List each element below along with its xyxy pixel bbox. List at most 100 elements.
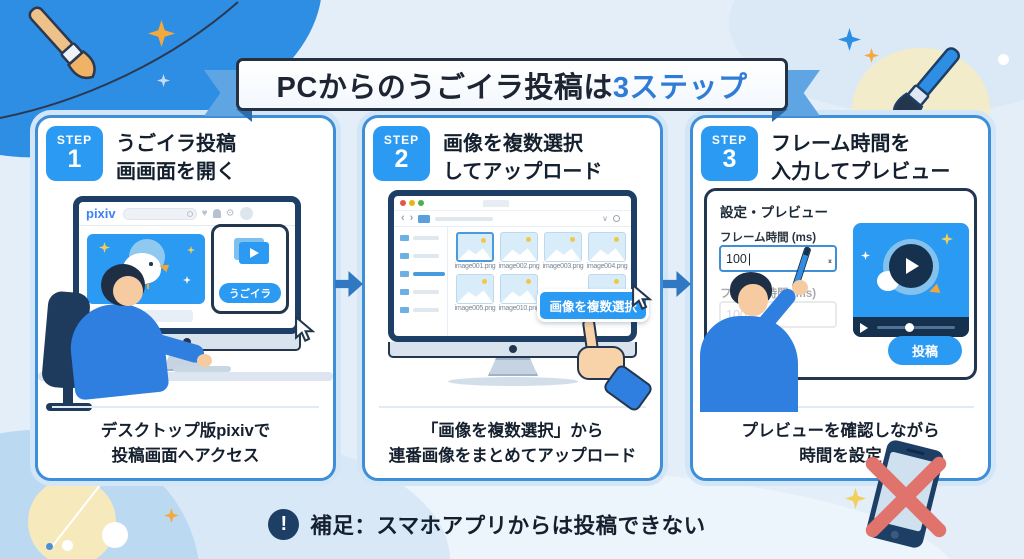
step-1-illustration: pixiv ♥ ⚙	[38, 188, 333, 412]
no-smartphone-illustration	[848, 438, 968, 558]
person-hand	[792, 280, 808, 295]
monitor-stand	[488, 358, 538, 376]
step-3-badge: STEP 3	[701, 126, 758, 181]
file-name: image002.png	[498, 263, 540, 270]
sidebar-folder-active[interactable]	[400, 271, 445, 277]
search-icon	[186, 210, 193, 217]
sidebar-folder[interactable]	[400, 253, 439, 259]
sparkle-icon	[99, 242, 110, 253]
player-controls	[853, 317, 969, 337]
forward-icon[interactable]: ›	[409, 212, 414, 224]
step-3-title: フレーム時間を 入力してプレビュー	[771, 133, 951, 183]
sidebar-folder[interactable]	[400, 307, 439, 313]
play-icon[interactable]	[860, 323, 868, 333]
deco-dot	[46, 543, 53, 550]
maximize-icon[interactable]	[418, 200, 424, 206]
pixiv-logo: pixiv	[86, 206, 116, 221]
sparkle-icon	[187, 246, 195, 254]
step-2-card: STEP 2 画像を複数選択 してアップロード ‹ ›	[362, 115, 663, 481]
supplementary-note: ! 補足：スマホアプリからは投稿できない	[0, 509, 974, 540]
arrow-right-icon	[335, 271, 363, 297]
monitor-base	[448, 377, 578, 386]
file-name: image004.png	[586, 263, 628, 270]
content-placeholder	[143, 310, 193, 322]
sparkle-icon	[941, 233, 953, 245]
sparkle-icon	[861, 251, 870, 260]
keyboard	[173, 366, 231, 372]
sparkle-icon	[183, 276, 191, 284]
deco-dot	[62, 540, 73, 551]
step-3-illustration: 設定・プレビュー フレーム時間 (ms) 100 | ▲ ▼ フレーム時間 (m…	[700, 188, 981, 412]
arrow-right-icon	[663, 271, 691, 297]
sidebar-folder[interactable]	[400, 235, 439, 241]
panel-title: 設定・プレビュー	[720, 205, 828, 220]
gear-icon[interactable]: ⚙	[225, 207, 235, 219]
frame-time-input[interactable]: 100 | ▲ ▼	[719, 245, 837, 272]
step-3-card: STEP 3 フレーム時間を 入力してプレビュー 設定・プレビュー フレーム時間…	[690, 115, 991, 481]
window-titlebar	[394, 196, 631, 210]
monitor-chin	[388, 342, 637, 358]
step-1-badge: STEP 1	[46, 126, 103, 181]
breadcrumb	[435, 216, 494, 221]
stepper-up-icon[interactable]: ▲	[827, 258, 833, 265]
search-input[interactable]	[122, 207, 197, 220]
step-1-card: STEP 1 うごイラ投稿 画画面を開く pixiv ♥ ⚙	[35, 115, 336, 481]
divider	[707, 406, 974, 408]
ugoira-button[interactable]: うごイラ	[219, 283, 281, 303]
window-tab[interactable]	[483, 199, 509, 207]
text-caret: |	[747, 251, 752, 266]
ugoira-highlight-box: うごイラ	[211, 224, 289, 314]
back-icon[interactable]: ‹	[401, 212, 405, 224]
frame-time-label: フレーム時間 (ms)	[720, 232, 817, 244]
person-face	[113, 276, 143, 306]
video-preview	[853, 223, 969, 337]
pixiv-header: pixiv ♥ ⚙	[79, 202, 295, 226]
minimize-icon[interactable]	[409, 200, 415, 206]
step-1-caption: デスクトップ版pixivで 投稿画面へアクセス	[100, 421, 271, 466]
page-title-highlight: 3ステップ	[612, 71, 748, 104]
cursor-icon	[632, 284, 653, 311]
divider	[379, 406, 646, 408]
file-browser-toolbar: ‹ › ∨	[394, 210, 631, 227]
note-text: 補足：スマホアプリからは投稿できない	[310, 514, 706, 538]
play-button[interactable]	[889, 244, 933, 288]
step-2-illustration: ‹ › ∨	[372, 188, 655, 414]
play-icon	[906, 258, 919, 274]
play-icon	[250, 248, 259, 258]
file-name: image005.png	[454, 305, 496, 312]
chevron-down-icon[interactable]: ∨	[602, 214, 608, 223]
submit-button[interactable]: 投稿	[888, 336, 962, 365]
exclamation-icon: !	[268, 509, 300, 540]
folder-sidebar	[394, 227, 448, 336]
stepper-down-icon[interactable]: ▼	[827, 258, 833, 265]
progress-knob[interactable]	[905, 322, 914, 332]
step-2-caption: 「画像を複数選択」から 連番画像をまとめてアップロード	[388, 421, 637, 466]
desk	[38, 372, 333, 381]
search-icon[interactable]	[613, 215, 620, 222]
progress-bar[interactable]	[877, 326, 955, 329]
person-hand	[197, 354, 212, 367]
folder-icon	[418, 214, 431, 223]
step-1-title: うごイラ投稿 画画面を開く	[116, 133, 236, 183]
heart-icon[interactable]: ♥	[201, 207, 208, 219]
deco-dot	[102, 522, 128, 548]
deco-dot	[998, 54, 1009, 65]
select-multiple-button[interactable]: 画像を複数選択	[537, 289, 649, 322]
page-title-text: PCからのうごイラ投稿は	[276, 71, 613, 104]
avatar[interactable]	[239, 207, 253, 220]
bell-icon[interactable]	[212, 209, 221, 218]
step-2-badge: STEP 2	[373, 126, 430, 181]
cursor-icon	[295, 316, 316, 343]
close-icon[interactable]	[400, 200, 406, 206]
sidebar-folder[interactable]	[400, 289, 439, 295]
step-3-caption: プレビューを確認しながら 時間を設定	[741, 421, 940, 466]
file-name: image001.png	[454, 263, 496, 270]
person-face	[738, 284, 768, 316]
file-name: image010.png	[498, 305, 540, 312]
step-2-title: 画像を複数選択 してアップロード	[443, 133, 603, 183]
file-name: image003.png	[542, 263, 584, 270]
divider	[52, 406, 319, 408]
